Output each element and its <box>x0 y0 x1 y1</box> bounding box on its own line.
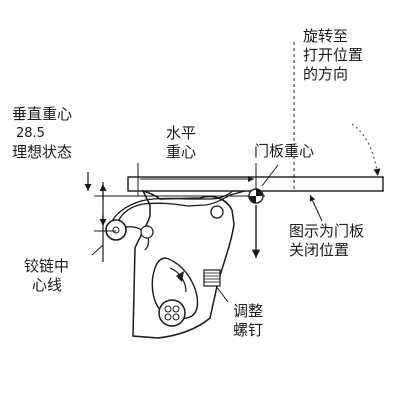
vertical-cg-value: 28.5 <box>16 126 45 141</box>
label-adjustment-screw: 调整 螺钉 <box>233 302 263 340</box>
rotate-line-1: 旋转至 <box>303 27 349 45</box>
label-vertical-cg: 垂直重心 28.5 理想状态 <box>12 105 72 162</box>
vertical-cg-line-2: 理想状态 <box>12 143 73 161</box>
label-horizontal-cg: 水平 重心 <box>166 124 196 162</box>
hinge-line-2: 心线 <box>32 276 63 294</box>
cam-screw <box>158 299 186 327</box>
vertical-cg-line-1: 垂直重心 <box>12 105 73 123</box>
adjustment-screw <box>203 269 221 287</box>
label-hinge-centerline: 铰链中 心线 <box>24 257 69 295</box>
hinge-arm <box>111 190 246 223</box>
hinge-line-1: 铰链中 <box>24 257 70 275</box>
door-cg-symbol <box>248 188 264 204</box>
label-closed-position: 图示为门板 关闭位置 <box>289 222 364 260</box>
rotate-line-2: 打开位置 <box>303 46 364 64</box>
screw-line-1: 调整 <box>233 302 264 320</box>
horizontal-line-1: 水平 <box>166 124 197 142</box>
label-rotate-direction: 旋转至 打开位置 的方向 <box>303 27 363 84</box>
rotate-line-3: 的方向 <box>303 65 349 83</box>
label-door-cg: 门板重心 <box>254 142 315 160</box>
screw-line-2: 螺钉 <box>233 321 264 339</box>
shown-line-1: 图示为门板 <box>289 222 365 240</box>
rotate-direction-curve <box>351 123 381 177</box>
horizontal-line-2: 重心 <box>166 143 197 161</box>
shown-line-2: 关闭位置 <box>289 241 350 259</box>
